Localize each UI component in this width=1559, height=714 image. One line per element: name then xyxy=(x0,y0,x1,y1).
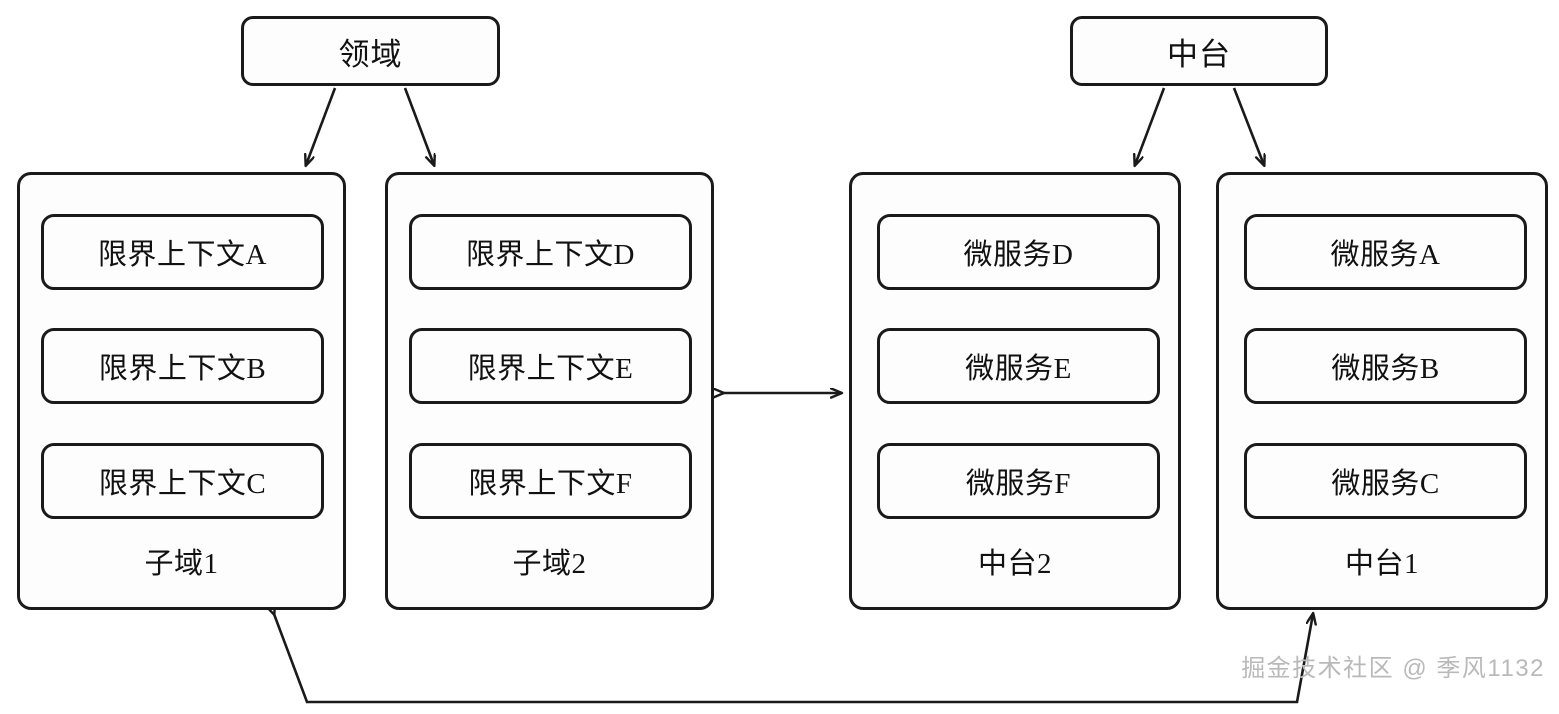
node-label: 微服务D xyxy=(963,239,1074,271)
edge-domain-to-subdomain-2 xyxy=(403,87,434,165)
node-label: 微服务F xyxy=(965,468,1072,500)
edge-platform-to-platform-2 xyxy=(1135,87,1166,165)
node-middle-platform[interactable]: 中台 xyxy=(1070,16,1328,86)
node-microservice-f[interactable]: 微服务F xyxy=(877,443,1160,519)
group-platform-1-label: 中台1 xyxy=(1344,548,1419,580)
node-bounded-context-b[interactable]: 限界上下文B xyxy=(41,328,324,404)
node-microservice-c[interactable]: 微服务C xyxy=(1244,443,1527,519)
node-microservice-e[interactable]: 微服务E xyxy=(877,328,1160,404)
node-label: 限界上下文E xyxy=(467,353,634,385)
node-label: 微服务C xyxy=(1331,468,1440,500)
watermark: 掘金技术社区 @ 季风1132 xyxy=(1241,655,1545,682)
node-microservice-b[interactable]: 微服务B xyxy=(1244,328,1527,404)
group-platform-2[interactable]: 微服务D 微服务E 微服务F 中台2 xyxy=(849,172,1181,610)
group-platform-1[interactable]: 微服务A 微服务B 微服务C 中台1 xyxy=(1216,172,1548,610)
node-bounded-context-d[interactable]: 限界上下文D xyxy=(409,214,692,290)
node-label: 微服务E xyxy=(965,353,1072,385)
edge-subdomain1-to-platform1 xyxy=(274,614,1313,704)
node-microservice-a[interactable]: 微服务A xyxy=(1244,214,1527,290)
node-bounded-context-c[interactable]: 限界上下文C xyxy=(41,443,324,519)
group-subdomain-1[interactable]: 限界上下文A 限界上下文B 限界上下文C 子域1 xyxy=(17,172,346,610)
group-subdomain-2-label: 子域2 xyxy=(512,548,587,580)
node-label: 限界上下文F xyxy=(468,468,633,500)
node-label: 限界上下文A xyxy=(98,239,267,271)
node-microservice-d[interactable]: 微服务D xyxy=(877,214,1160,290)
node-label: 限界上下文D xyxy=(466,239,635,271)
node-label: 微服务A xyxy=(1330,239,1441,271)
group-subdomain-2[interactable]: 限界上下文D 限界上下文E 限界上下文F 子域2 xyxy=(385,172,714,610)
node-middle-platform-label: 中台 xyxy=(1167,36,1231,72)
node-label: 微服务B xyxy=(1331,353,1440,385)
node-label: 限界上下文C xyxy=(98,468,267,500)
node-domain-label: 领域 xyxy=(338,36,403,72)
node-bounded-context-e[interactable]: 限界上下文E xyxy=(409,328,692,404)
group-subdomain-1-label: 子域1 xyxy=(144,548,219,580)
edge-domain-to-subdomain-1 xyxy=(306,87,337,165)
node-bounded-context-a[interactable]: 限界上下文A xyxy=(41,214,324,290)
node-bounded-context-f[interactable]: 限界上下文F xyxy=(409,443,692,519)
node-domain[interactable]: 领域 xyxy=(241,16,500,86)
group-platform-2-label: 中台2 xyxy=(977,548,1052,580)
node-label: 限界上下文B xyxy=(98,353,267,385)
edge-platform-to-platform-1 xyxy=(1232,87,1264,165)
